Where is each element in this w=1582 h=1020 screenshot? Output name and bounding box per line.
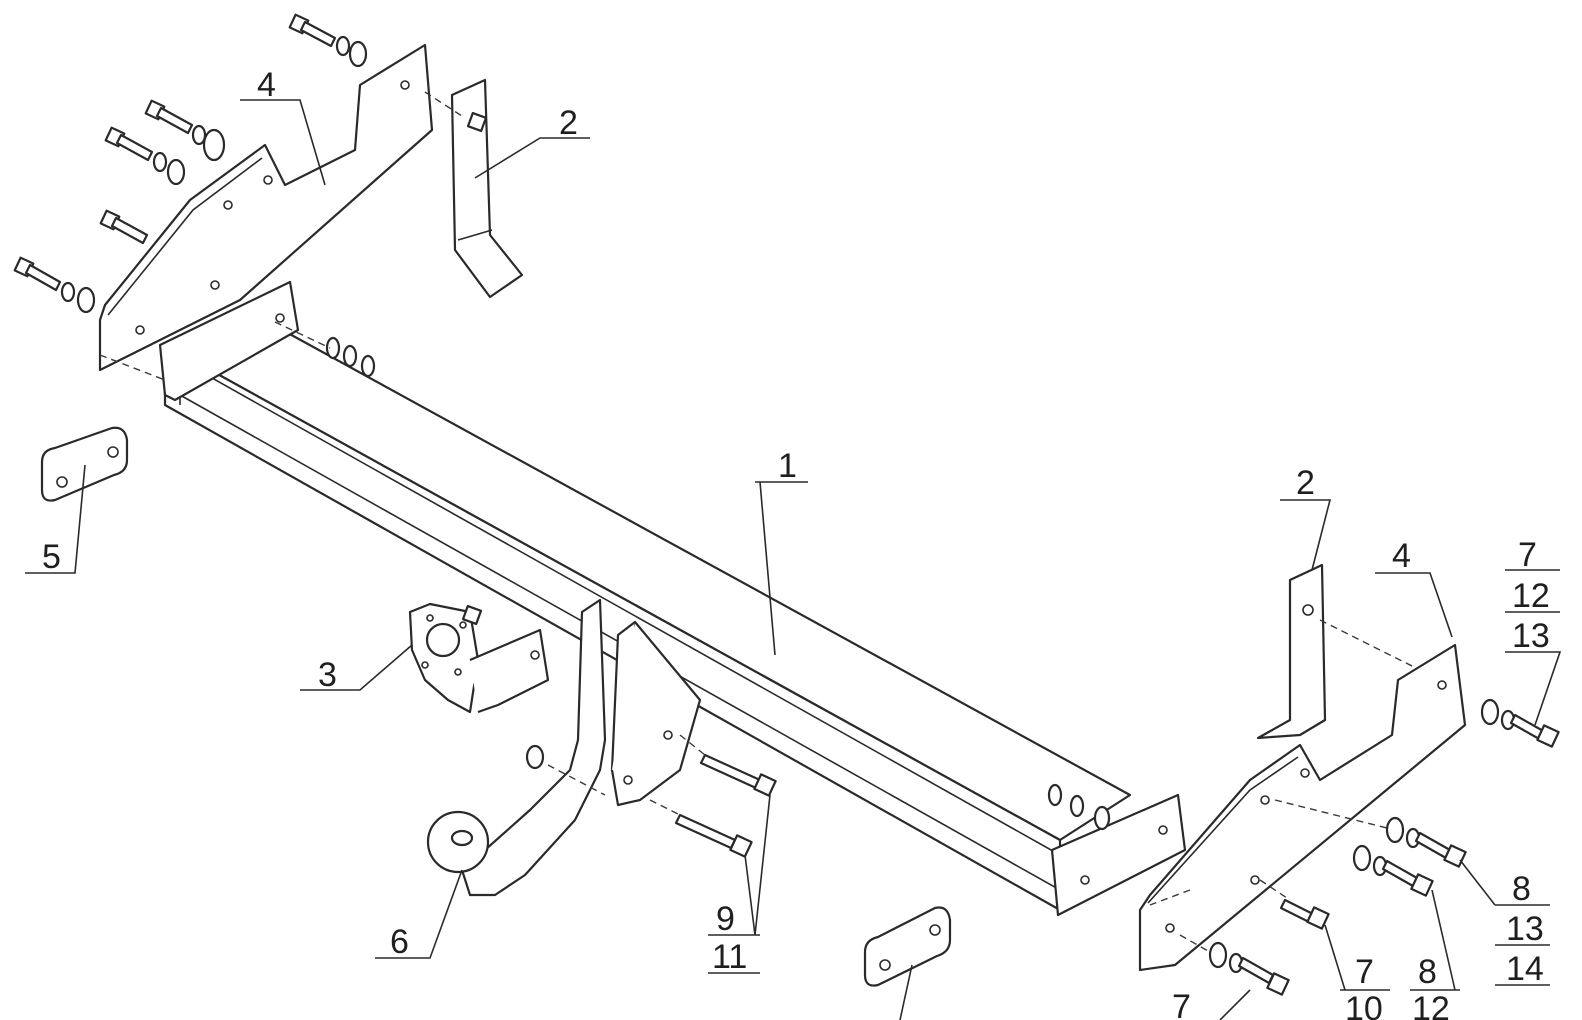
main-crossbar [99, 280, 1187, 917]
bolt-left-5 [13, 256, 96, 314]
label-crossbar: 1 [778, 447, 797, 485]
label-left-support: 2 [559, 104, 578, 142]
label-set-e-1: 8 [1418, 953, 1437, 991]
bolt-left-4 [99, 209, 149, 245]
label-set-c-3: 14 [1506, 950, 1544, 988]
label-set-b-1: 9 [716, 900, 735, 938]
label-left-bracket: 4 [257, 66, 276, 104]
left-mounting-bracket [98, 43, 434, 372]
bolt-left-1 [288, 13, 368, 68]
label-tow-ball: 6 [390, 923, 409, 961]
bolt-right-3 [1352, 844, 1434, 897]
left-bracket-bolts [13, 13, 368, 314]
tow-ball-assembly [426, 598, 702, 897]
spacer-plate-bottom [863, 906, 952, 987]
label-set-b-2: 11 [712, 938, 747, 976]
right-mounting-bracket [1138, 643, 1467, 972]
label-set-a-2: 12 [1512, 577, 1550, 615]
label-set-c-2: 13 [1506, 910, 1544, 948]
label-socket-plate: 3 [318, 656, 337, 694]
label-set-c-1: 8 [1512, 870, 1531, 908]
label-set-d-1: 7 [1355, 953, 1374, 991]
right-bracket-bolts [1208, 698, 1560, 996]
label-set-a-1: 7 [1518, 536, 1537, 574]
label-set-a-3: 13 [1512, 617, 1550, 655]
bolt-left-3 [104, 126, 186, 186]
bolt-right-2 [1385, 816, 1467, 868]
bolt-right-1 [1480, 698, 1560, 748]
leader-lines [25, 99, 1562, 1020]
bolt-right-5 [1208, 941, 1290, 996]
spacer-plate-left [40, 426, 129, 502]
label-set-e-2: 12 [1412, 990, 1450, 1020]
bolt-right-4 [1279, 898, 1330, 930]
label-set-d-2: 10 [1345, 990, 1383, 1020]
neck-bolts [649, 734, 777, 858]
label-right-support: 2 [1296, 464, 1315, 502]
label-set-f-1: 7 [1172, 988, 1191, 1020]
left-support-strap [424, 78, 524, 299]
label-right-bracket: 4 [1392, 537, 1411, 575]
electrical-socket-plate [408, 602, 550, 714]
bolt-left-2 [144, 99, 226, 162]
callout-labels: 4 2 1 2 4 5 3 6 7 12 13 9 11 8 13 14 7 1… [42, 66, 1550, 1020]
label-spacer-plate: 5 [42, 538, 61, 576]
